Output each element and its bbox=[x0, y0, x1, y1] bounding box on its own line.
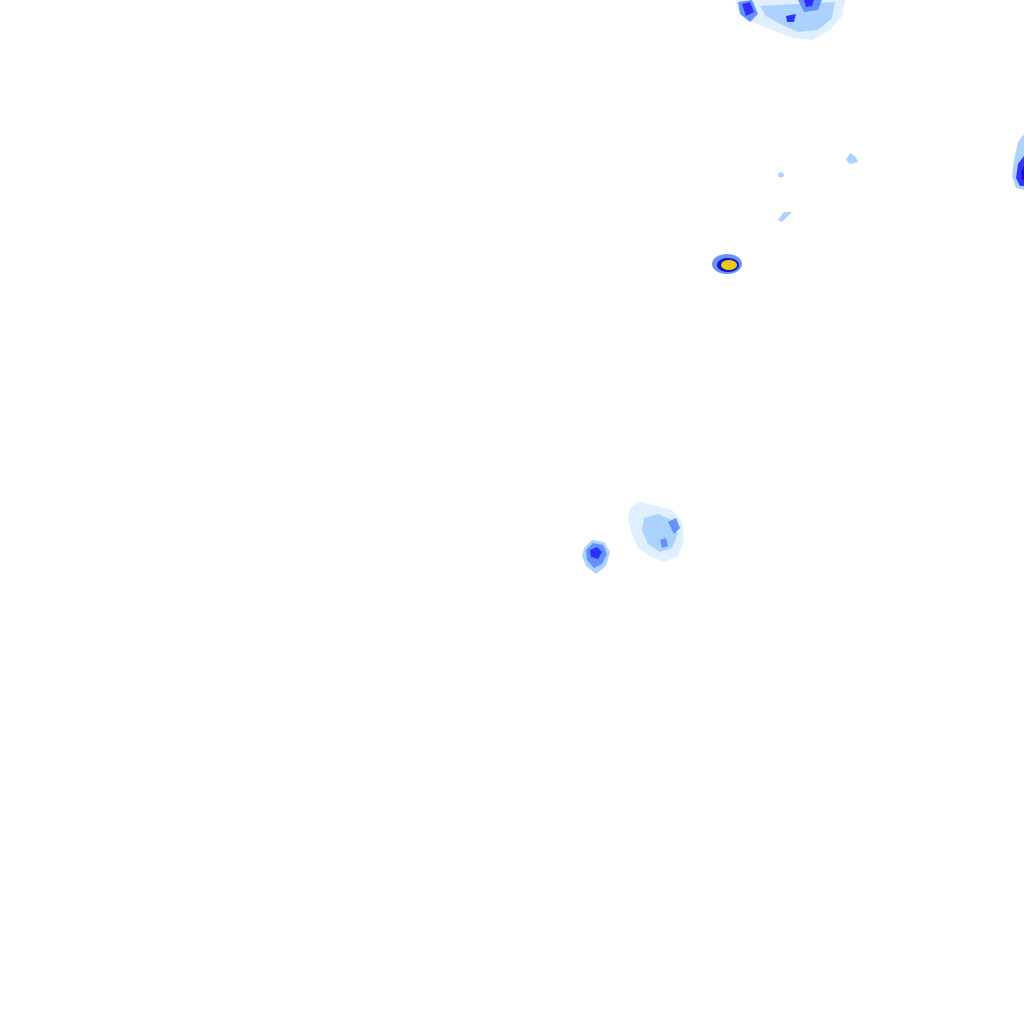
cell-top-right-cluster bbox=[735, 0, 845, 40]
cell-isolated-strong-core bbox=[721, 260, 737, 270]
cell-center-light-cluster-mid-b bbox=[660, 538, 668, 548]
cell-right-edge-core bbox=[1021, 166, 1024, 180]
cell-isolated-strong bbox=[712, 254, 742, 274]
cell-small-speck-3 bbox=[778, 212, 792, 222]
cell-top-right-cluster-heavy-a bbox=[742, 2, 754, 16]
speck-2-shape bbox=[778, 172, 784, 178]
speck-3-shape bbox=[778, 212, 792, 222]
cell-right-edge bbox=[1012, 134, 1024, 190]
speck-1-shape bbox=[846, 153, 858, 164]
cell-center-moderate-heavy bbox=[590, 547, 602, 559]
cell-small-speck-2 bbox=[778, 172, 784, 178]
cell-small-speck-1 bbox=[846, 153, 858, 164]
cell-center-moderate bbox=[582, 540, 610, 574]
cell-center-light-cluster-mid bbox=[668, 518, 680, 534]
cell-top-right-cluster-heavy-c bbox=[786, 14, 796, 22]
cell-top-right-cluster-heavy-b bbox=[804, 0, 814, 7]
cell-center-light-cluster bbox=[628, 502, 684, 562]
